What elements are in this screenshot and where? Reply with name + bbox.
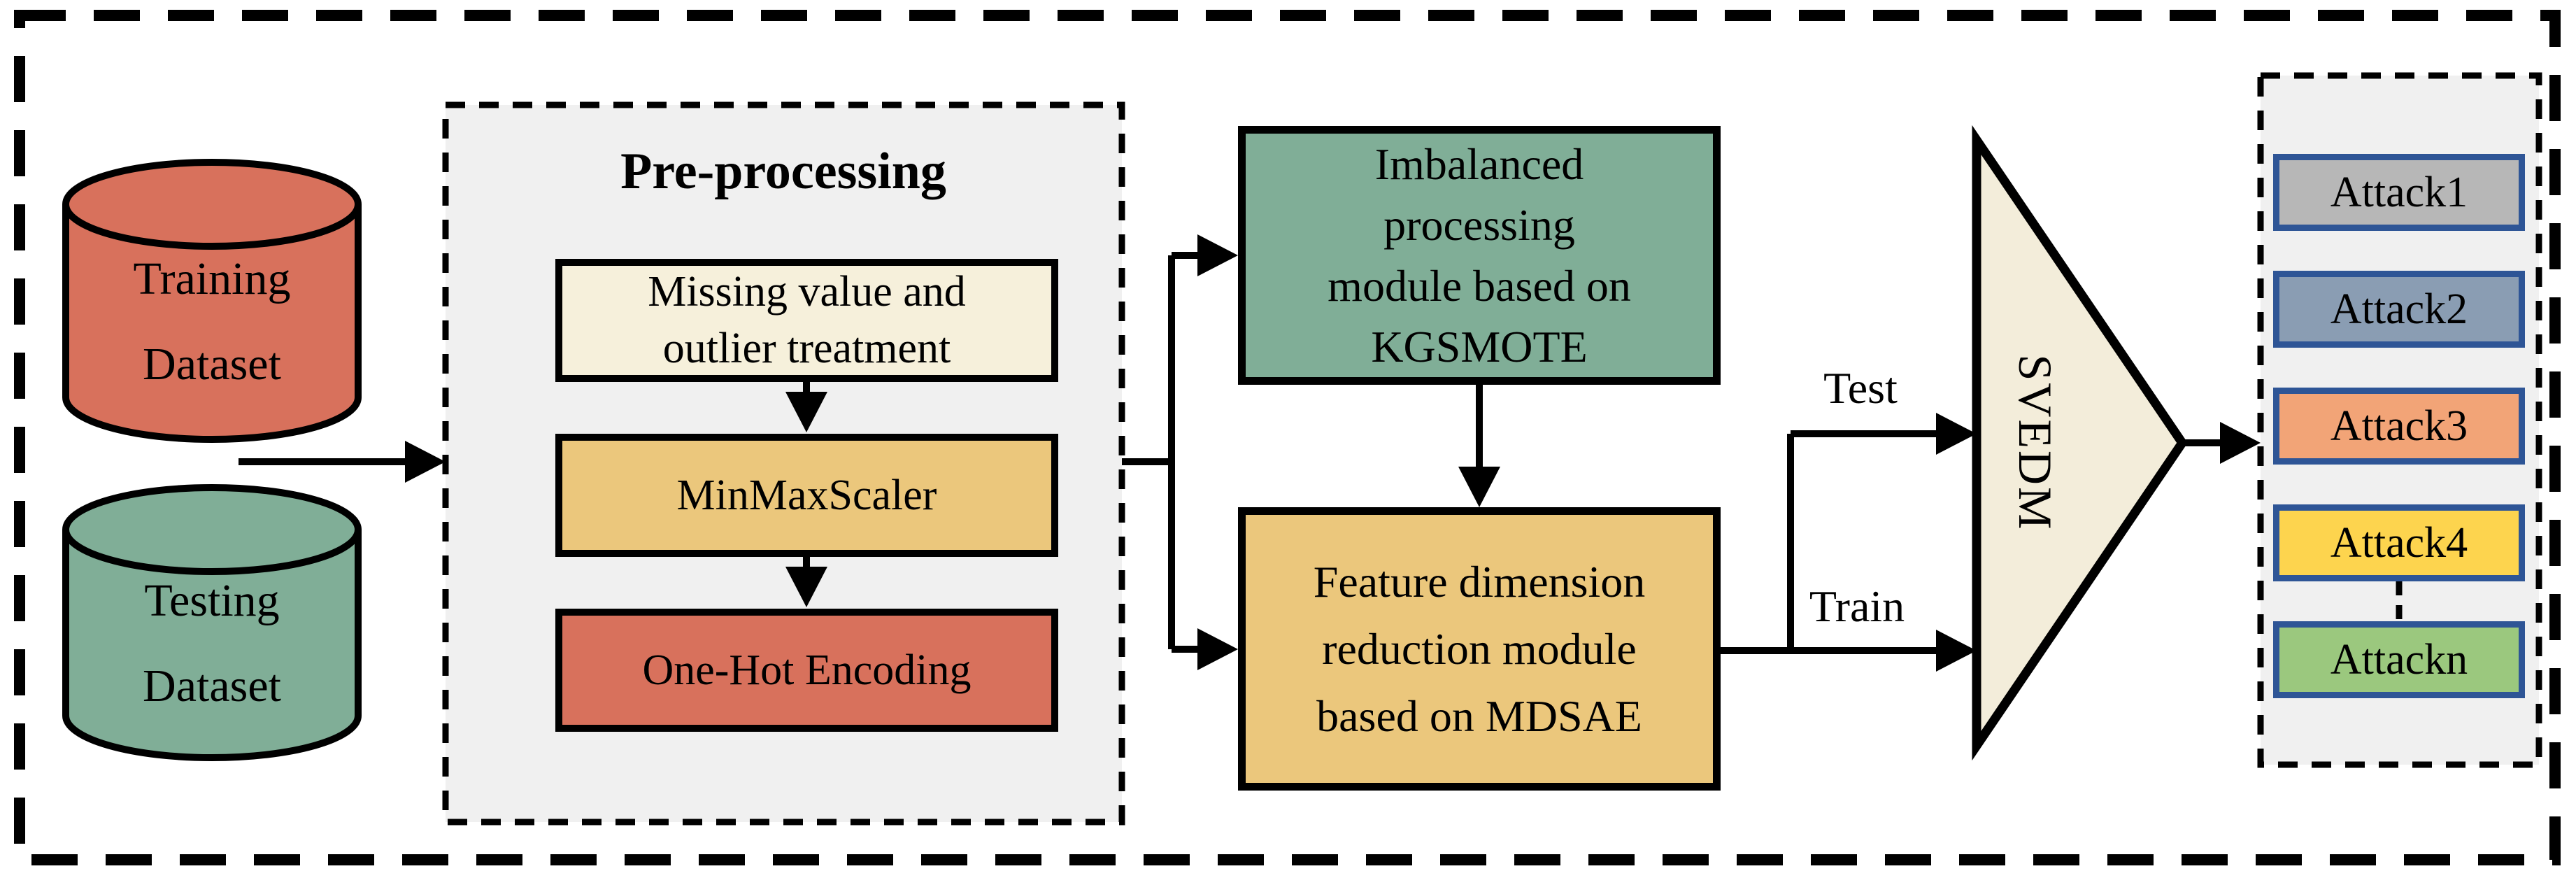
step-box-onehot-encoding: One-Hot Encoding <box>555 609 1058 732</box>
arrowhead-icon <box>785 567 827 607</box>
arrowhead-icon <box>1458 467 1500 507</box>
arrowhead-icon <box>1197 628 1238 670</box>
testing-cylinder-body <box>62 484 362 761</box>
arrowhead-icon <box>1936 630 1977 672</box>
arrow-train-to-classifier <box>1721 434 1977 672</box>
attack-box-n: Attackn <box>2273 621 2525 698</box>
attack-box-3: Attack3 <box>2273 388 2525 465</box>
branch-lines <box>1122 252 1199 653</box>
testing-dataset-label: Testing Dataset <box>143 574 281 711</box>
arrowhead-icon <box>1197 234 1238 276</box>
step-box-minmaxscaler: MinMaxScaler <box>555 434 1058 557</box>
attack-box-1: Attack1 <box>2273 154 2525 231</box>
arrow-kgsmote-to-mdsae <box>1458 385 1500 507</box>
training-dataset-cylinder <box>62 159 362 443</box>
training-cylinder-rim <box>62 204 362 250</box>
arrow-classifier-to-outputs <box>2182 422 2261 464</box>
arrowhead-icon <box>1936 413 1977 455</box>
arrow-minmax-to-onehot <box>785 557 827 607</box>
arrow-datasets-to-preprocessing <box>239 441 446 483</box>
train-flow-label: Train <box>1809 581 1905 631</box>
testing-dataset-cylinder <box>62 484 362 761</box>
branch-preprocessing-to-modules <box>1122 234 1238 670</box>
step-box-missing-value: Missing value and outlier treatment <box>555 259 1058 382</box>
training-cylinder-body <box>62 159 362 443</box>
preprocessing-title: Pre-processing <box>620 142 946 200</box>
arrow-missing-to-minmax <box>785 382 827 432</box>
arrowhead-icon <box>785 392 827 432</box>
attack-box-2: Attack2 <box>2273 271 2525 348</box>
attack-box-4: Attack4 <box>2273 504 2525 581</box>
module-box-kgsmote: Imbalanced processing module based on KG… <box>1238 126 1721 385</box>
arrowhead-icon <box>405 441 446 483</box>
test-flow-label: Test <box>1823 363 1898 413</box>
arrow-test-to-classifier <box>1791 413 1977 455</box>
svedm-triangle <box>1972 125 2188 761</box>
arrowhead-icon <box>2220 422 2261 464</box>
outer-dashed-border <box>14 10 2561 865</box>
testing-cylinder-rim <box>62 529 362 575</box>
module-box-mdsae: Feature dimension reduction module based… <box>1238 507 1721 791</box>
training-dataset-label: Training Dataset <box>133 253 291 390</box>
svedm-label: SVEDM <box>2009 354 2063 532</box>
train-lines <box>1721 434 1937 654</box>
